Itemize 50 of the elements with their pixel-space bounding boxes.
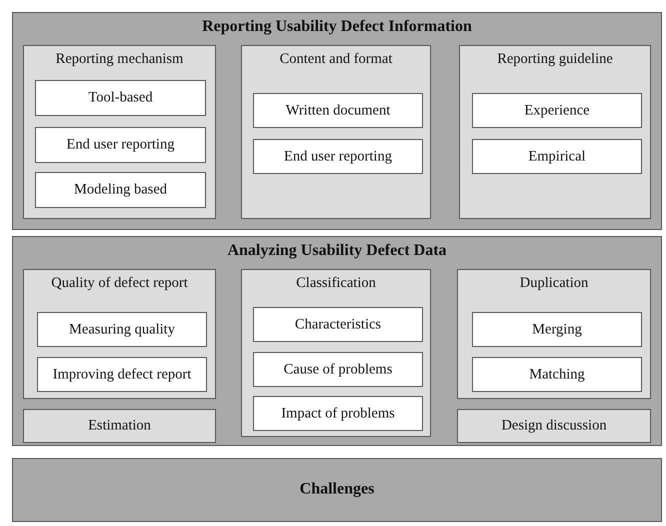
item-label: Empirical <box>527 148 587 164</box>
category-panel <box>23 45 216 219</box>
panel-title: Reporting Usability Defect Information <box>201 19 473 36</box>
category-panel <box>457 269 651 399</box>
panel-title: Analyzing Usability Defect Data <box>226 243 448 260</box>
item-box <box>37 312 207 347</box>
item-box <box>253 139 423 174</box>
item-label: Characteristics <box>294 316 382 332</box>
item-label: Merging <box>531 322 583 338</box>
item-box <box>35 80 206 116</box>
item-box <box>37 357 207 392</box>
item-label: End user reporting <box>283 148 393 164</box>
item-box <box>472 139 642 174</box>
panel-title: Classification <box>295 276 377 292</box>
category-panel <box>23 269 216 399</box>
item-label: Measuring quality <box>68 322 176 338</box>
item-label: End user reporting <box>66 137 176 153</box>
item-label: Modeling based <box>72 182 168 198</box>
section-panel <box>12 236 662 446</box>
category-panel <box>459 45 651 219</box>
item-label: Experience <box>523 102 591 118</box>
item-label: Impact of problems <box>280 406 396 422</box>
item-box <box>23 409 216 443</box>
category-panel <box>241 269 431 437</box>
item-label: Design discussion <box>500 418 608 434</box>
item-box <box>472 93 642 128</box>
panel-title: Reporting mechanism <box>54 52 184 68</box>
item-box <box>472 312 642 347</box>
category-panel <box>241 45 431 219</box>
item-label: Matching <box>528 366 586 382</box>
item-box <box>253 396 423 431</box>
panel-title: Reporting guideline <box>496 52 614 68</box>
item-label: Challenges <box>298 482 376 498</box>
item-box <box>253 307 423 342</box>
section-panel <box>12 458 662 522</box>
panel-title: Content and format <box>278 52 394 68</box>
panel-title: Duplication <box>518 276 590 292</box>
item-box <box>35 127 206 163</box>
item-box <box>472 357 642 392</box>
item-label: Written document <box>284 102 392 118</box>
item-box <box>253 352 423 387</box>
item-box <box>457 409 651 443</box>
section-panel <box>12 12 662 230</box>
item-label: Cause of problems <box>282 362 394 378</box>
item-label: Improving defect report <box>52 366 192 382</box>
item-box <box>35 172 206 208</box>
item-label: Estimation <box>87 418 152 434</box>
item-label: Tool-based <box>87 90 154 106</box>
panel-title: Quality of defect report <box>50 276 189 292</box>
item-box <box>253 93 423 128</box>
